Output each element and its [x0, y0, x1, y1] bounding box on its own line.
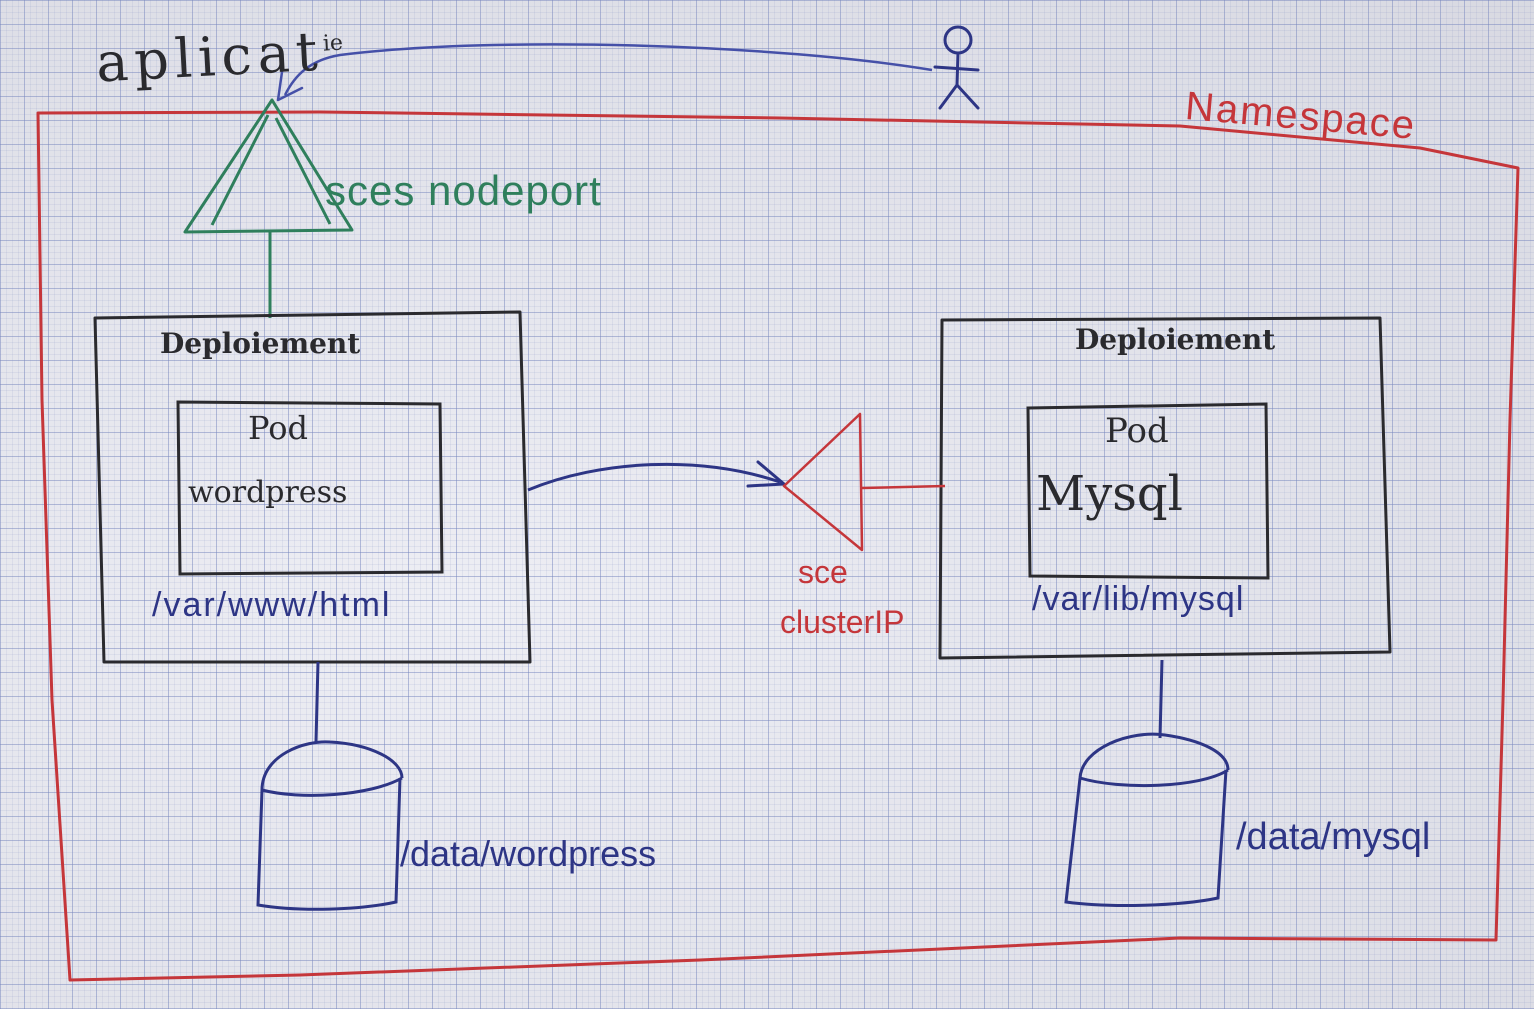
pod-box-wordpress — [176, 400, 444, 576]
nodeport-service-triangle-icon — [183, 98, 354, 318]
deployment-left-label: Deploiement — [160, 327, 361, 360]
application-label-text: aplicat — [94, 19, 325, 95]
pod-right-name: Mysql — [1036, 466, 1183, 522]
clusterip-service-triangle-icon — [782, 412, 946, 552]
volume-mysql-cylinder-icon — [1064, 659, 1230, 907]
mount-path-right: /var/lib/mysql — [1032, 580, 1245, 618]
deployment-box-right — [938, 316, 1392, 660]
volume-path-left: /data/wordpress — [400, 833, 657, 874]
volume-wordpress-cylinder-icon — [256, 661, 404, 911]
pod-left-name: wordpress — [188, 475, 348, 510]
volume-path-right: /data/mysql — [1236, 816, 1431, 858]
namespace-boundary — [36, 110, 1520, 982]
mount-path-left: /var/www/html — [152, 586, 392, 624]
clusterip-service-label-1: sce — [798, 554, 848, 590]
pod-right-title: Pod — [1105, 411, 1169, 451]
pod-left-title: Pod — [248, 409, 308, 447]
wordpress-to-clusterip-arrow — [527, 462, 781, 492]
deployment-right-label: Deploiement — [1075, 323, 1276, 356]
nodeport-service-label: sces nodeport — [325, 167, 602, 214]
pod-box-mysql — [1026, 402, 1270, 580]
user-to-app-arrow — [283, 43, 933, 96]
arrow-head-clusterip — [746, 460, 786, 488]
user-stick-figure-icon — [933, 25, 980, 110]
application-label-sup: ie — [322, 30, 344, 57]
application-label: aplicatie — [94, 20, 345, 95]
clusterip-service-label-2: clusterIP — [780, 604, 905, 640]
arrow-head-app — [276, 70, 304, 102]
deployment-box-left — [93, 310, 532, 664]
